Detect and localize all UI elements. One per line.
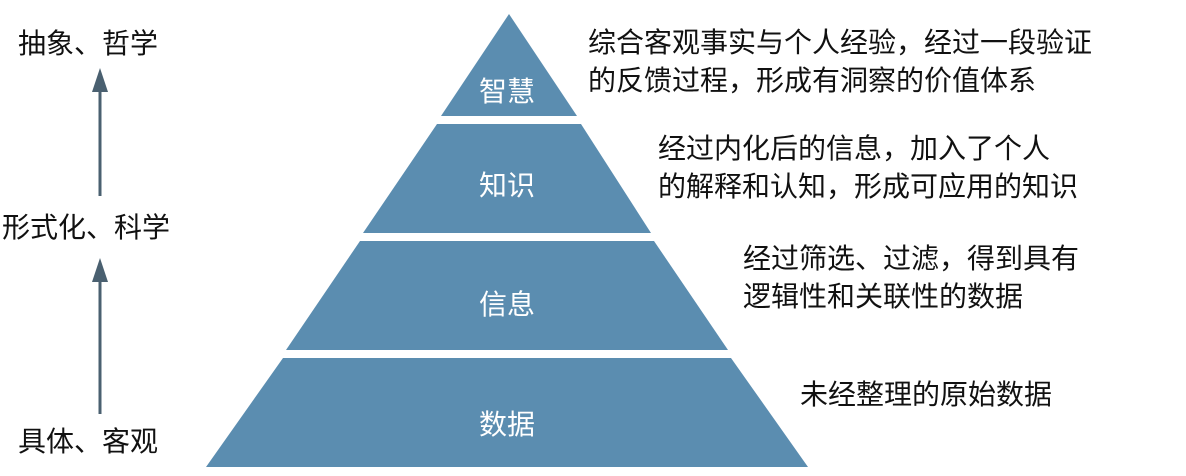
tier-wisdom-label: 智慧: [479, 75, 535, 108]
wisdom-description-line1: 综合客观事实与个人经验，经过一段验证: [588, 26, 1093, 59]
axis-label-formal: 形式化、科学: [2, 211, 171, 244]
wisdom-description: 综合客观事实与个人经验，经过一段验证 的反馈过程，形成有洞察的价值体系: [588, 24, 1092, 100]
axis-label-abstract: 抽象、哲学: [18, 27, 159, 60]
lower-arrow: [92, 258, 108, 414]
tier-information: [286, 241, 728, 350]
information-description-line2: 逻辑性和关联性的数据: [743, 280, 1024, 313]
tier-wisdom: [441, 14, 577, 116]
tier-knowledge-label: 知识: [479, 169, 535, 202]
data-description-line1: 未经整理的原始数据: [800, 378, 1053, 411]
knowledge-description-line1: 经过内化后的信息，加入了个人: [658, 132, 1051, 165]
tier-data-label: 数据: [479, 408, 535, 441]
tier-data: [206, 358, 808, 467]
knowledge-description: 经过内化后的信息，加入了个人 的解释和认知，形成可应用的知识: [658, 130, 1078, 206]
information-description: 经过筛选、过滤，得到具有 逻辑性和关联性的数据: [743, 240, 1079, 316]
axis-label-concrete: 具体、客观: [18, 425, 159, 458]
tier-information-label: 信息: [479, 288, 535, 321]
wisdom-description-line2: 的反馈过程，形成有洞察的价值体系: [588, 64, 1037, 97]
information-description-line1: 经过筛选、过滤，得到具有: [743, 242, 1080, 275]
data-description: 未经整理的原始数据: [800, 376, 1052, 414]
tier-knowledge: [363, 124, 651, 233]
knowledge-description-line2: 的解释和认知，形成可应用的知识: [658, 170, 1079, 203]
upper-arrow: [92, 68, 108, 196]
